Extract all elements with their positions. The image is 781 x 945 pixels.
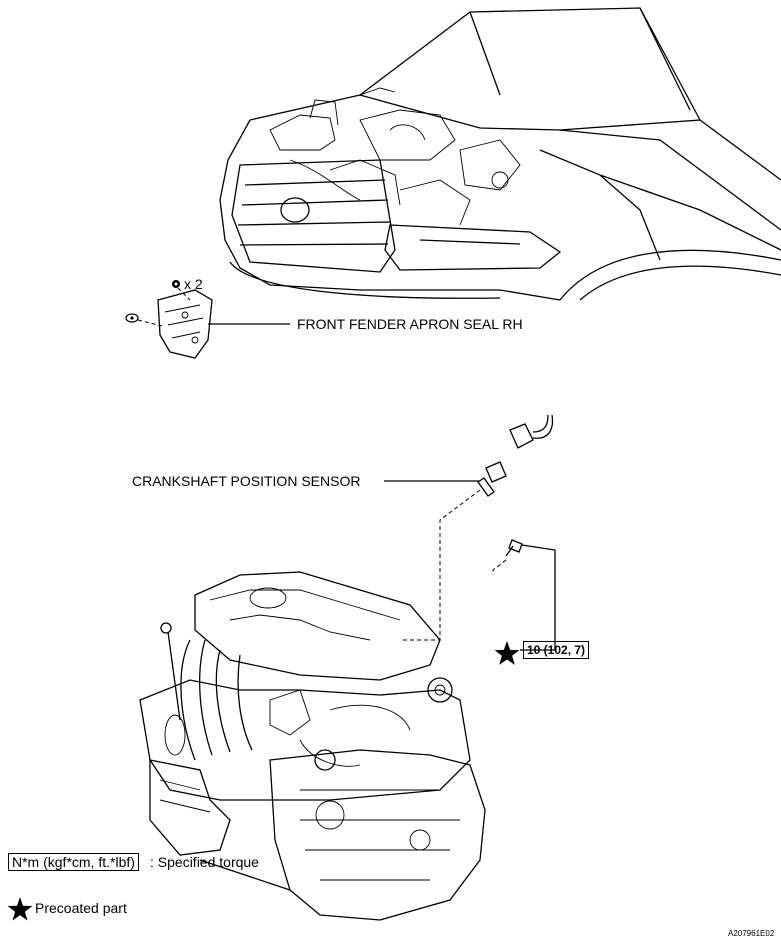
figure-code: A207961E02 [728,929,775,938]
bolt-quantity-label: x 2 [184,276,203,292]
torque-value-box: 10 (102, 7) [523,641,590,659]
star-icon [7,897,33,921]
crankshaft-sensor-part [384,461,507,641]
vehicle-illustration [219,7,781,301]
apron-seal-label: FRONT FENDER APRON SEAL RH [297,316,523,332]
apron-seal-part [137,287,290,359]
clip-icon [125,313,139,323]
clip-icon [172,280,180,288]
sensor-connector [509,414,554,449]
legend-torque-box: N*m (kgf*cm, ft.*lbf) [8,853,139,871]
star-icon [494,641,520,665]
bolt-icon [492,539,556,651]
engine-illustration [139,571,486,921]
legend-precoated-text: Precoated part [35,900,127,916]
crankshaft-sensor-label: CRANKSHAFT POSITION SENSOR [132,473,361,489]
legend-torque-text: : Specified torque [150,854,259,870]
